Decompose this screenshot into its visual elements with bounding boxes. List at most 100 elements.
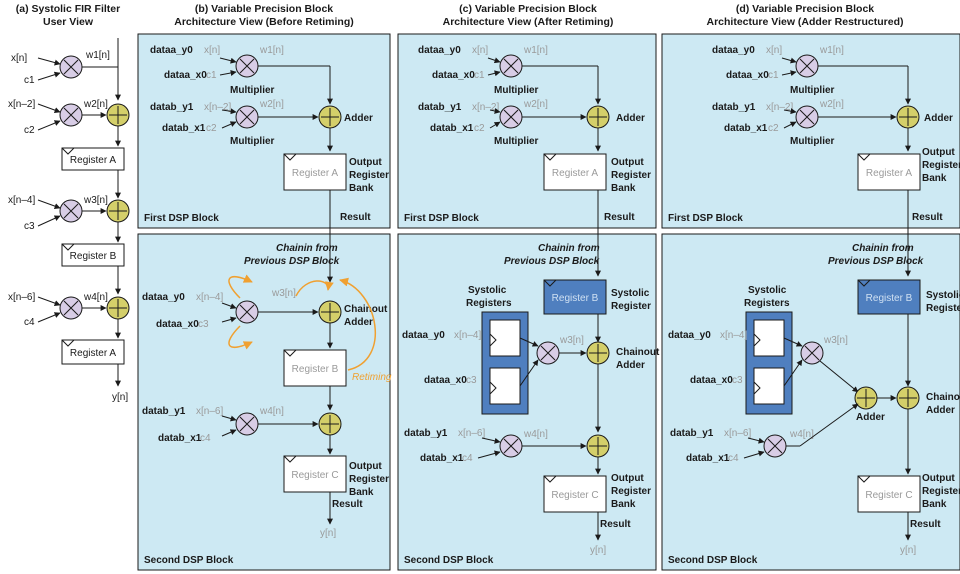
adder-icon — [318, 105, 342, 129]
adder-icon — [854, 386, 878, 410]
c3-label: c3 — [466, 375, 477, 386]
first-dsp-label: First DSP Block — [404, 213, 479, 224]
c4-label: c4 — [24, 317, 35, 328]
w1-label: w1[n] — [523, 45, 548, 56]
yn-label: y[n] — [320, 528, 336, 539]
c3-label: c3 — [198, 319, 209, 330]
c1-label: c1 — [206, 70, 217, 81]
multiplier-label: Multiplier — [230, 85, 275, 96]
multiplier-icon — [499, 105, 523, 129]
header-d-line1: (d) Variable Precision Block — [736, 3, 874, 15]
adder-icon — [586, 434, 610, 458]
dataa-x0-label: dataa_x0 — [156, 319, 199, 330]
systolic-label: Systolic — [926, 290, 960, 301]
datab-x1-label: datab_x1 — [686, 453, 730, 464]
c2-label: c2 — [24, 125, 35, 136]
header-c: (c) Variable Precision Block Architectur… — [443, 3, 614, 28]
second-dsp-label: Second DSP Block — [144, 555, 234, 566]
panel-c: First DSP Block Second DSP Block dataa_y… — [397, 33, 660, 571]
result-label: Result — [604, 212, 635, 223]
datab-x1-label: datab_x1 — [430, 123, 474, 134]
multiplier-label: Multiplier — [790, 136, 835, 147]
xn2-label: x[n–2] — [204, 102, 231, 113]
output-label: Output — [611, 157, 644, 168]
y-n-label: y[n] — [112, 392, 128, 403]
register-a2-box — [61, 339, 125, 365]
c3-label: c3 — [732, 375, 743, 386]
adder-label: Adder — [344, 317, 373, 328]
dataa-x0-label: dataa_x0 — [164, 70, 207, 81]
c4-label: c4 — [200, 433, 211, 444]
datab-y1-label: datab_y1 — [150, 102, 194, 113]
adder-icon — [106, 199, 130, 223]
panel-d: First DSP Block Second DSP Block dataa_y… — [661, 33, 960, 571]
header-d: (d) Variable Precision Block Architectur… — [706, 3, 903, 28]
w3-label: w3[n] — [83, 195, 108, 206]
register-a-label: Register A — [70, 155, 116, 166]
datab-y1-label: datab_y1 — [142, 406, 186, 417]
x-n-label: x[n] — [11, 53, 27, 64]
multiplier-label: Multiplier — [790, 85, 835, 96]
yn-label: y[n] — [590, 545, 606, 556]
multiplier-icon — [59, 199, 83, 223]
c2-label: c2 — [474, 123, 485, 134]
register-label: Register — [922, 160, 960, 171]
c2-label: c2 — [206, 123, 217, 134]
x-n-4-label: x[n–4] — [8, 195, 35, 206]
register-label: Register — [349, 474, 389, 485]
multiplier-icon — [59, 296, 83, 320]
user-view: x[n] c1 w1[n] x[n–2] c2 w2[n] Register A… — [8, 38, 130, 403]
register-b-box — [283, 349, 347, 387]
systolic-register-2 — [489, 367, 521, 405]
systolic-register-b — [543, 279, 607, 315]
w3-label: w3[n] — [823, 335, 848, 346]
x-n-6-label: x[n–6] — [8, 292, 35, 303]
dataa-x0-label: dataa_x0 — [432, 70, 475, 81]
w1-label: w1[n] — [85, 50, 110, 61]
datab-y1-label: datab_y1 — [712, 102, 756, 113]
adder-icon — [586, 105, 610, 129]
register-a-box — [857, 153, 921, 191]
dataa-y0-label: dataa_y0 — [142, 292, 185, 303]
w3-label: w3[n] — [559, 335, 584, 346]
adder-icon — [318, 412, 342, 436]
w1-label: w1[n] — [259, 45, 284, 56]
register-label: Register — [922, 486, 960, 497]
chainin-label: Chainin from — [538, 243, 600, 254]
multiplier-icon — [235, 54, 259, 78]
datab-y1-label: datab_y1 — [418, 102, 462, 113]
bank-label: Bank — [611, 183, 636, 194]
dataa-y0-label: dataa_y0 — [150, 45, 193, 56]
register-c-label: Register C — [551, 490, 598, 501]
adder-icon — [318, 300, 342, 324]
yn-label: y[n] — [900, 545, 916, 556]
header-c-line1: (c) Variable Precision Block — [459, 3, 597, 15]
register-a-label: Register A — [866, 168, 912, 179]
output-label: Output — [349, 461, 382, 472]
dataa-x0-label: dataa_x0 — [690, 375, 733, 386]
c1-label: c1 — [768, 70, 779, 81]
first-dsp-label: First DSP Block — [668, 213, 743, 224]
xn6-label: x[n–6] — [724, 428, 751, 439]
x-n-2-label: x[n–2] — [8, 99, 35, 110]
systolic-label: Systolic — [748, 285, 787, 296]
c3-label: c3 — [24, 221, 35, 232]
result-label: Result — [912, 212, 943, 223]
c1-label: c1 — [474, 70, 485, 81]
dataa-y0-label: dataa_y0 — [712, 45, 755, 56]
second-dsp-label: Second DSP Block — [404, 555, 494, 566]
multiplier-label: Multiplier — [494, 85, 539, 96]
register-b-box — [61, 243, 125, 267]
header-d-line2: Architecture View (Adder Restructured) — [706, 16, 903, 28]
xn4-label: x[n–4] — [196, 292, 223, 303]
adder-label: Adder — [926, 405, 955, 416]
register-b-label: Register B — [552, 293, 599, 304]
dataa-y0-label: dataa_y0 — [418, 45, 461, 56]
chainin-label: Chainin from — [852, 243, 914, 254]
w4-label: w4[n] — [83, 292, 108, 303]
multiplier-icon — [235, 105, 259, 129]
xn4-label: x[n–4] — [454, 330, 481, 341]
register-b-label: Register B — [70, 251, 117, 262]
w4-label: w4[n] — [789, 429, 814, 440]
c2-label: c2 — [768, 123, 779, 134]
